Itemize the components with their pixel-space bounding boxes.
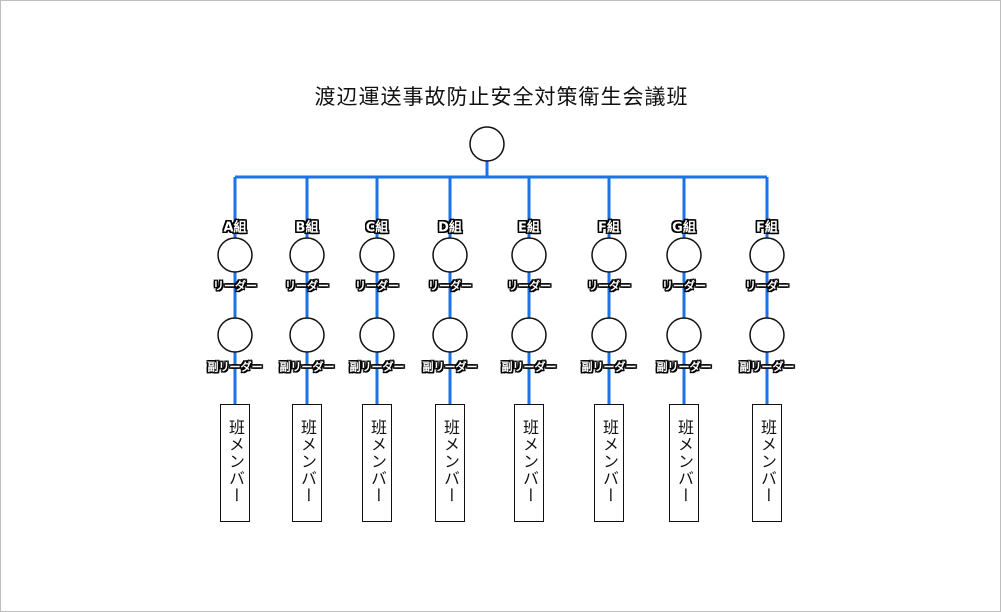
- sub-leader-node: [432, 317, 468, 353]
- leader-label: リーダー: [745, 279, 789, 293]
- member-box: 班メンバー: [594, 404, 624, 522]
- member-label: 班メンバー: [758, 419, 777, 504]
- group-label: A組: [223, 220, 247, 236]
- leader-label: リーダー: [285, 279, 329, 293]
- sub-leader-label: 副リーダー: [501, 360, 557, 374]
- member-box: 班メンバー: [362, 404, 392, 522]
- leader-label: リーダー: [587, 279, 631, 293]
- member-box: 班メンバー: [514, 404, 544, 522]
- member-label: 班メンバー: [368, 419, 387, 504]
- sub-leader-node: [591, 317, 627, 353]
- leader-node: [289, 237, 325, 273]
- member-box: 班メンバー: [435, 404, 465, 522]
- leader-node: [749, 237, 785, 273]
- sub-leader-node: [217, 317, 253, 353]
- group-label: F組: [598, 220, 620, 236]
- group-label: F組: [756, 220, 778, 236]
- leader-node: [432, 237, 468, 273]
- group-label: E組: [518, 220, 540, 236]
- member-label: 班メンバー: [520, 419, 539, 504]
- group-label: C組: [365, 220, 389, 236]
- sub-leader-label: 副リーダー: [581, 360, 637, 374]
- member-label: 班メンバー: [298, 419, 317, 504]
- sub-leader-node: [749, 317, 785, 353]
- leader-label: リーダー: [507, 279, 551, 293]
- leader-node: [591, 237, 627, 273]
- leader-label: リーダー: [213, 279, 257, 293]
- member-label: 班メンバー: [675, 419, 694, 504]
- group-label: B組: [295, 220, 319, 236]
- leader-node: [511, 237, 547, 273]
- leader-label: リーダー: [662, 279, 706, 293]
- member-box: 班メンバー: [292, 404, 322, 522]
- sub-leader-label: 副リーダー: [349, 360, 405, 374]
- sub-leader-node: [359, 317, 395, 353]
- member-label: 班メンバー: [441, 419, 460, 504]
- chart-title: 渡辺運送事故防止安全対策衛生会議班: [314, 85, 689, 109]
- sub-leader-label: 副リーダー: [656, 360, 712, 374]
- sub-leader-node: [289, 317, 325, 353]
- leader-node: [359, 237, 395, 273]
- group-label: D組: [438, 220, 462, 236]
- group-label: G組: [672, 220, 696, 236]
- member-label: 班メンバー: [226, 419, 245, 504]
- member-box: 班メンバー: [752, 404, 782, 522]
- sub-leader-label: 副リーダー: [207, 360, 263, 374]
- member-box: 班メンバー: [220, 404, 250, 522]
- member-label: 班メンバー: [600, 419, 619, 504]
- sub-leader-node: [511, 317, 547, 353]
- sub-leader-label: 副リーダー: [739, 360, 795, 374]
- leader-node: [666, 237, 702, 273]
- leader-label: リーダー: [355, 279, 399, 293]
- sub-leader-label: 副リーダー: [422, 360, 478, 374]
- leader-label: リーダー: [428, 279, 472, 293]
- sub-leader-node: [666, 317, 702, 353]
- leader-node: [217, 237, 253, 273]
- member-box: 班メンバー: [669, 404, 699, 522]
- chief-node: [469, 126, 505, 162]
- sub-leader-label: 副リーダー: [279, 360, 335, 374]
